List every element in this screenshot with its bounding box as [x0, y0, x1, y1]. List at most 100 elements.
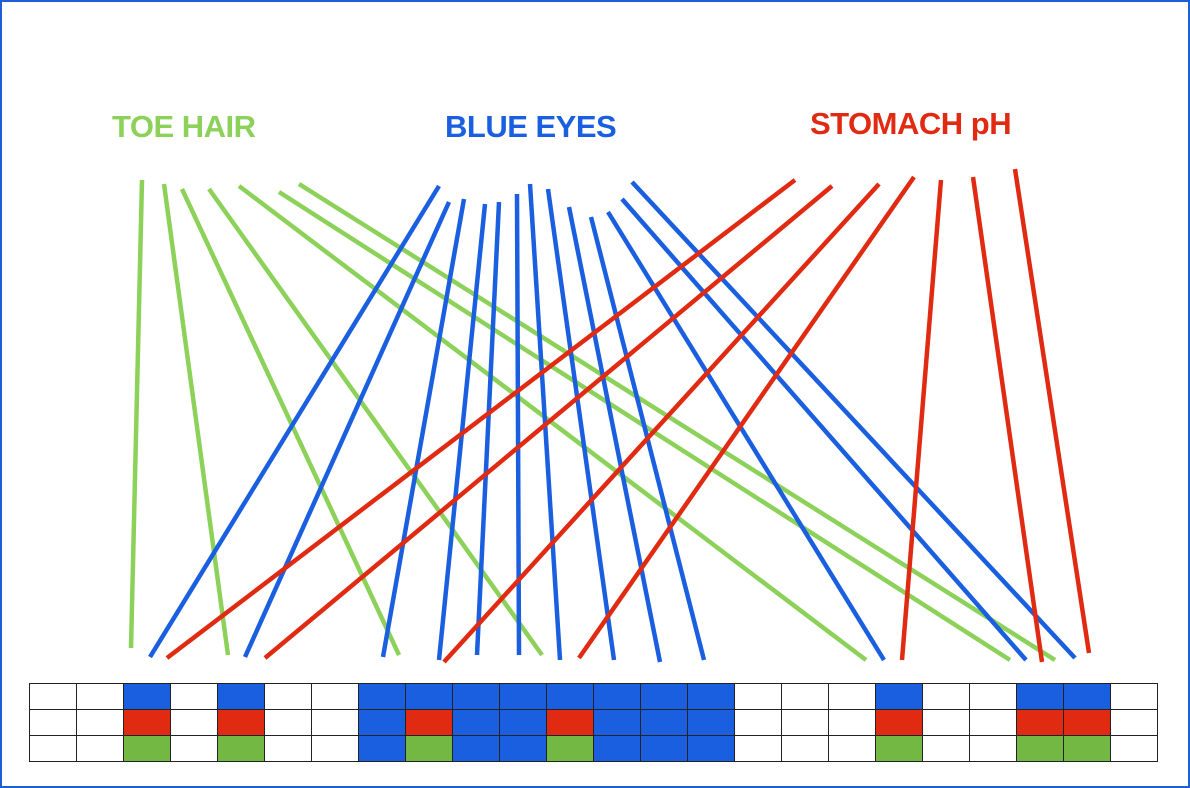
grid-cell	[640, 709, 688, 736]
toe-hair-line	[161, 183, 231, 656]
toe-hair-line	[297, 182, 1057, 662]
grid-cell	[593, 683, 641, 710]
grid-cell	[1110, 735, 1158, 762]
grid-cell	[452, 709, 500, 736]
grid-cell	[170, 683, 218, 710]
stomach-ph-line	[442, 182, 881, 664]
grid-cell	[311, 683, 359, 710]
grid-cell	[123, 735, 171, 762]
toe-hair-line	[207, 187, 544, 657]
grid-cell	[217, 735, 265, 762]
grid-cell	[734, 709, 782, 736]
stomach-ph-line	[165, 178, 797, 660]
grid-cell	[1063, 709, 1111, 736]
grid-cell	[1063, 735, 1111, 762]
blue-eyes-line	[242, 201, 452, 658]
blue-eyes-line	[545, 188, 617, 661]
grid-cell	[969, 735, 1017, 762]
stomach-ph-line	[263, 184, 834, 660]
grid-cell	[640, 683, 688, 710]
grid-cell	[1016, 735, 1064, 762]
grid-cell	[687, 735, 735, 762]
stomach-ph-line	[577, 175, 916, 660]
grid-cell	[358, 735, 406, 762]
grid-cell	[76, 683, 124, 710]
grid-cell	[546, 709, 594, 736]
grid-cell	[264, 735, 312, 762]
grid-cell	[123, 709, 171, 736]
grid-cell	[687, 709, 735, 736]
grid-cell	[922, 709, 970, 736]
stomach-ph-line	[899, 179, 944, 661]
grid-cell	[452, 683, 500, 710]
blue-eyes-line	[620, 197, 1028, 662]
grid-cell	[170, 735, 218, 762]
grid-cell	[29, 709, 77, 736]
grid-cell	[217, 683, 265, 710]
grid-cell	[499, 735, 547, 762]
grid-cell	[405, 709, 453, 736]
gene-grid	[29, 683, 1158, 762]
toe-hair-line	[128, 179, 145, 649]
grid-cell	[875, 735, 923, 762]
toe-hair-label: TOE HAIR	[112, 109, 256, 144]
grid-cell	[123, 683, 171, 710]
grid-cell	[781, 683, 829, 710]
grid-cell	[1110, 709, 1158, 736]
grid-cell	[828, 709, 876, 736]
grid-cell	[1016, 683, 1064, 710]
grid-cell	[687, 683, 735, 710]
grid-row	[29, 683, 1158, 710]
grid-cell	[875, 683, 923, 710]
grid-cell	[29, 683, 77, 710]
grid-cell	[499, 683, 547, 710]
grid-cell	[922, 683, 970, 710]
grid-cell	[593, 735, 641, 762]
grid-cell	[546, 683, 594, 710]
grid-cell	[828, 735, 876, 762]
grid-cell	[405, 683, 453, 710]
grid-cell	[170, 709, 218, 736]
grid-cell	[781, 709, 829, 736]
grid-row	[29, 735, 1158, 762]
grid-cell	[76, 735, 124, 762]
grid-cell	[358, 683, 406, 710]
blue-eyes-line	[514, 193, 522, 656]
grid-cell	[969, 709, 1017, 736]
grid-cell	[358, 709, 406, 736]
grid-cell	[734, 683, 782, 710]
grid-cell	[1063, 683, 1111, 710]
grid-cell	[405, 735, 453, 762]
grid-cell	[1016, 709, 1064, 736]
toe-hair-line	[237, 184, 868, 662]
grid-cell	[264, 683, 312, 710]
grid-cell	[1110, 683, 1158, 710]
grid-cell	[76, 709, 124, 736]
stomach-ph-line	[970, 176, 1045, 663]
grid-cell	[264, 709, 312, 736]
grid-cell	[922, 735, 970, 762]
grid-cell	[640, 735, 688, 762]
grid-cell	[499, 709, 547, 736]
grid-cell	[781, 735, 829, 762]
toe-hair-line	[179, 188, 402, 656]
stomach-ph-label: STOMACH pH	[810, 106, 1012, 141]
grid-cell	[452, 735, 500, 762]
grid-cell	[828, 683, 876, 710]
blue-eyes-label: BLUE EYES	[445, 109, 617, 144]
blue-eyes-line	[630, 180, 1077, 660]
grid-cell	[217, 709, 265, 736]
grid-cell	[29, 735, 77, 762]
grid-cell	[734, 735, 782, 762]
blue-eyes-line	[380, 198, 467, 658]
blue-eyes-line	[566, 206, 663, 663]
grid-cell	[311, 709, 359, 736]
blue-eyes-line	[474, 201, 502, 656]
grid-cell	[969, 683, 1017, 710]
grid-cell	[311, 735, 359, 762]
blue-eyes-line	[148, 184, 441, 659]
grid-cell	[875, 709, 923, 736]
stomach-ph-line	[1012, 168, 1092, 654]
